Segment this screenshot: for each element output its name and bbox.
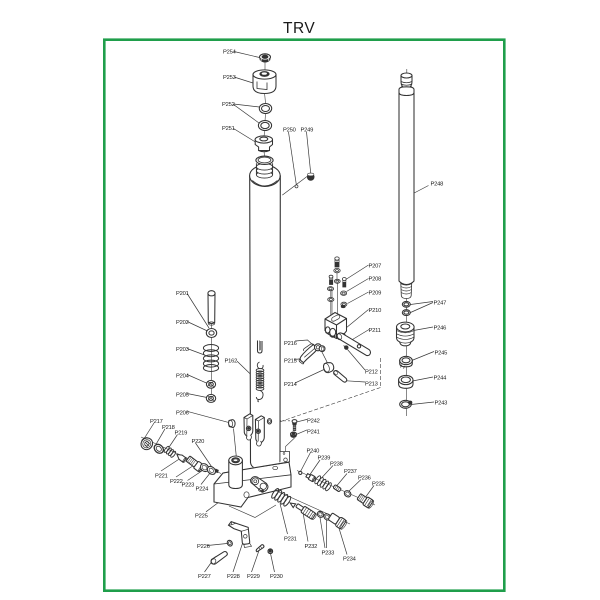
- svg-text:P228: P228: [227, 574, 240, 580]
- svg-text:P211: P211: [369, 328, 381, 334]
- svg-text:P226: P226: [197, 544, 210, 550]
- svg-text:P241: P241: [307, 430, 320, 436]
- svg-text:P204: P204: [176, 374, 190, 380]
- svg-text:P251: P251: [222, 126, 235, 132]
- svg-text:P253: P253: [223, 75, 236, 81]
- svg-text:P243: P243: [435, 401, 448, 407]
- svg-text:P232: P232: [305, 544, 318, 550]
- svg-text:P212: P212: [365, 370, 378, 376]
- svg-text:P206: P206: [176, 411, 189, 417]
- svg-text:P252: P252: [222, 102, 235, 108]
- svg-text:P207: P207: [369, 264, 382, 270]
- svg-text:P224: P224: [196, 487, 210, 493]
- svg-text:P222: P222: [170, 479, 183, 485]
- svg-text:P247: P247: [434, 301, 447, 307]
- svg-text:P236: P236: [358, 476, 371, 482]
- svg-text:P254: P254: [223, 50, 237, 56]
- svg-text:P239: P239: [318, 456, 331, 462]
- svg-text:P205: P205: [176, 393, 189, 399]
- svg-text:P210: P210: [369, 308, 382, 314]
- svg-text:P162: P162: [225, 359, 238, 365]
- svg-text:P220: P220: [192, 439, 205, 445]
- svg-text:P242: P242: [307, 419, 320, 425]
- svg-text:P203: P203: [176, 347, 189, 353]
- svg-text:P221: P221: [155, 474, 168, 480]
- svg-text:P235: P235: [372, 482, 385, 488]
- svg-text:P250: P250: [283, 128, 296, 134]
- svg-text:P245: P245: [435, 351, 448, 357]
- svg-text:P233: P233: [322, 551, 335, 557]
- svg-text:P246: P246: [434, 326, 447, 332]
- svg-text:P208: P208: [369, 277, 382, 283]
- svg-text:P202: P202: [176, 320, 189, 326]
- svg-text:P229: P229: [247, 574, 260, 580]
- svg-text:P213: P213: [365, 382, 378, 388]
- svg-text:P214: P214: [284, 382, 298, 388]
- svg-text:P240: P240: [307, 449, 320, 455]
- svg-text:P218: P218: [162, 425, 175, 431]
- svg-text:P215: P215: [284, 359, 297, 365]
- svg-text:P216: P216: [284, 341, 297, 347]
- svg-text:P225: P225: [195, 514, 208, 520]
- svg-text:P238: P238: [330, 462, 343, 468]
- svg-text:P234: P234: [343, 557, 357, 563]
- svg-text:P231: P231: [284, 537, 297, 543]
- svg-text:P223: P223: [182, 483, 195, 489]
- svg-text:P219: P219: [175, 431, 188, 437]
- svg-text:TRV: TRV: [283, 20, 315, 37]
- svg-text:P249: P249: [301, 128, 314, 134]
- svg-text:P244: P244: [434, 376, 448, 382]
- svg-text:P217: P217: [150, 419, 163, 425]
- svg-text:P237: P237: [344, 469, 357, 475]
- svg-text:P201: P201: [176, 291, 189, 297]
- svg-text:P209: P209: [369, 291, 382, 297]
- svg-text:P248: P248: [431, 182, 444, 188]
- svg-text:P227: P227: [198, 574, 211, 580]
- svg-text:P230: P230: [270, 574, 283, 580]
